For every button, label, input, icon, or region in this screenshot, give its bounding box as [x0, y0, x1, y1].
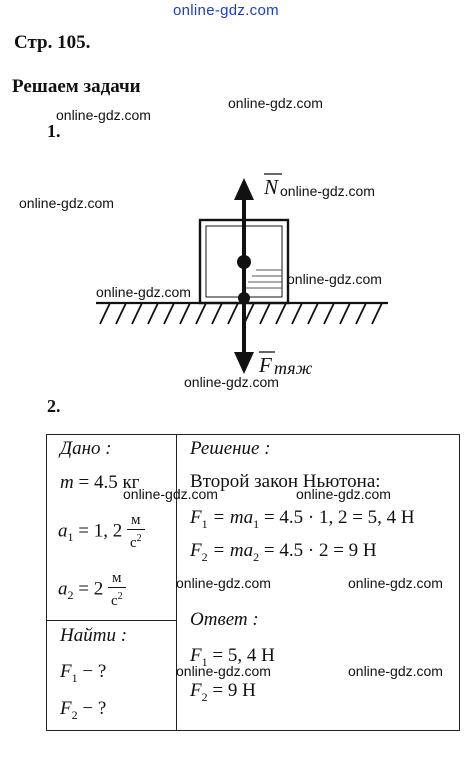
page-label: Стр. 105.	[14, 32, 91, 53]
find-title: Найти :	[60, 625, 128, 646]
ground-hatching	[99, 302, 383, 325]
force-diagram: N F тяж	[96, 173, 388, 378]
block-texture	[244, 269, 282, 289]
watermark: online-gdz.com	[280, 183, 375, 199]
answer-f1: F1 = 5, 4 Н	[190, 645, 275, 669]
gravity-force-subscript: тяж	[274, 358, 313, 378]
watermark: online-gdz.com	[184, 374, 279, 390]
watermark: online-gdz.com	[348, 663, 443, 679]
solution-title: Решение :	[190, 438, 271, 459]
gravity-force-label: F	[258, 353, 272, 377]
solution-law: Второй закон Ньютона:	[190, 471, 381, 492]
given-mass: m = 4.5 кг	[60, 472, 140, 493]
given-cell	[46, 434, 177, 621]
watermark: online-gdz.com	[296, 486, 391, 502]
solution-equation-1: F1 = ma1 = 4.5 · 1, 2 = 5, 4 Н	[190, 507, 415, 531]
watermark: online-gdz.com	[96, 284, 191, 300]
given-title: Дано :	[60, 438, 112, 459]
contact-point-dot	[238, 292, 250, 304]
answer-title: Ответ :	[190, 609, 259, 630]
normal-force-label: N	[263, 175, 279, 199]
problem-1-number: 1.	[47, 121, 61, 141]
problem-2-number: 2.	[47, 396, 61, 416]
watermark-top: online-gdz.com	[173, 2, 279, 19]
center-of-mass-dot	[237, 255, 251, 269]
section-title: Решаем задачи	[12, 76, 141, 97]
watermark: online-gdz.com	[56, 107, 151, 123]
watermark: online-gdz.com	[228, 95, 323, 111]
gravity-arrowhead	[234, 352, 254, 374]
find-f1: F1 − ?	[60, 661, 107, 685]
find-cell	[46, 620, 177, 731]
normal-force-arrowhead	[234, 178, 254, 200]
solution-equation-2: F2 = ma2 = 4.5 · 2 = 9 Н	[190, 540, 377, 564]
watermark: online-gdz.com	[176, 575, 271, 591]
watermark: online-gdz.com	[287, 271, 382, 287]
task-table	[46, 434, 460, 731]
solution-cell	[176, 434, 460, 731]
find-f2: F2 − ?	[60, 698, 107, 722]
watermark: online-gdz.com	[176, 663, 271, 679]
answer-f2: F2 = 9 Н	[190, 680, 256, 704]
watermark: online-gdz.com	[348, 575, 443, 591]
watermark: online-gdz.com	[19, 195, 114, 211]
watermark: online-gdz.com	[123, 486, 218, 502]
